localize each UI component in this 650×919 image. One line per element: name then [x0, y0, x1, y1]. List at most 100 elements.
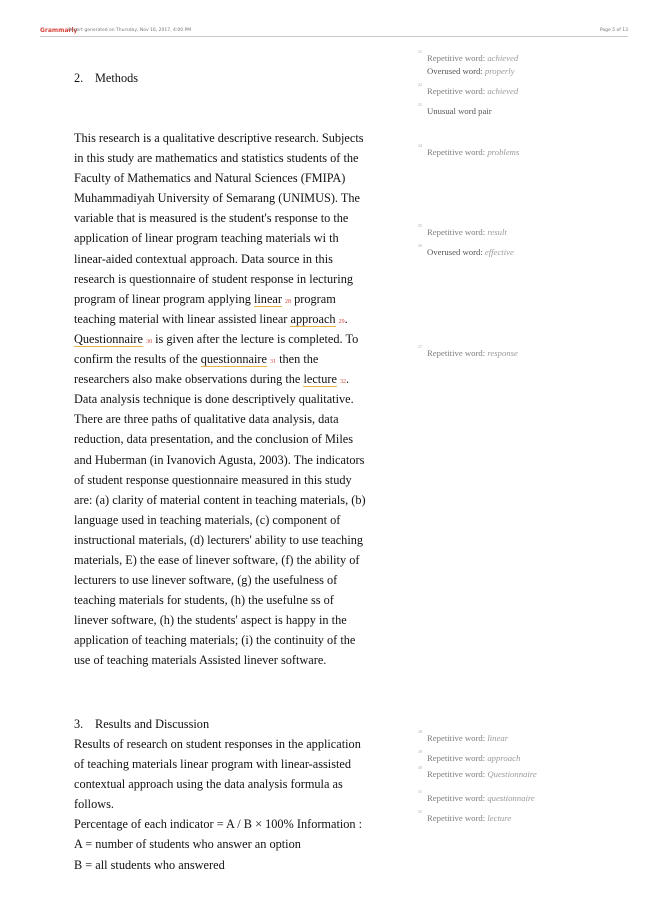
text-line: use of teaching materials Assisted linev…	[74, 653, 327, 668]
issue-kind: Repetitive word:	[427, 348, 486, 358]
text-line: B = all students who answered	[74, 857, 225, 872]
issue-word: lecture	[487, 813, 512, 823]
issue-kind: Repetitive word:	[427, 753, 486, 763]
issue-kind: Repetitive word:	[427, 147, 486, 157]
flagged-word-questionnaire-cap[interactable]: Questionnaire	[74, 331, 143, 347]
text-line: confirm the results of the questionnaire…	[74, 349, 366, 369]
issue-marker: 31	[418, 789, 422, 794]
text-line: reduction, data presentation, and the co…	[74, 432, 353, 447]
issue-word: achieved	[487, 86, 519, 96]
grammarly-logo: Grammarly	[40, 27, 78, 34]
issue-kind: Repetitive word:	[427, 769, 486, 779]
issue-word: achieved	[487, 53, 519, 63]
issue-word: questionnaire	[487, 793, 535, 803]
text-line: Faculty of Mathematics and Natural Scien…	[74, 171, 346, 186]
text-line: Questionnaire 30 is given after the lect…	[74, 329, 366, 349]
text-line: variable that is measured is the student…	[74, 211, 349, 226]
issue-marker: 22	[418, 82, 422, 87]
flagged-word-lecture[interactable]: lecture	[303, 372, 337, 388]
issue-marker: 23	[418, 102, 422, 107]
issue-kind: Overused word:	[427, 66, 483, 76]
text-run: is given after the lecture is completed.…	[152, 331, 359, 346]
flagged-word-questionnaire[interactable]: questionnaire	[200, 352, 267, 368]
text-line: instructional materials, (d) lecturers' …	[74, 532, 364, 547]
text-line: lecturers to use linever software, (g) t…	[74, 573, 338, 588]
section-title: Results and Discussion	[95, 717, 210, 731]
text-line: A = number of students who answer an opt…	[74, 837, 301, 852]
issue-marker: 24	[418, 143, 422, 148]
text-line: There are three paths of qualitative dat…	[74, 412, 339, 427]
issue-kind: Repetitive word:	[427, 813, 486, 823]
text-line: teaching material with linear assisted l…	[74, 309, 366, 329]
issue-kind: Overused word:	[427, 247, 483, 257]
text-line: researchers also make observations durin…	[74, 369, 366, 389]
text-run: .	[346, 372, 350, 387]
text-line: application of linear program teaching m…	[74, 231, 339, 246]
issue-ref-32[interactable]: 32	[340, 379, 346, 386]
section-heading-methods: 2.Methods	[74, 70, 138, 86]
text-line: materials, E) the ease of linever softwa…	[74, 552, 360, 567]
issue-kind: Repetitive word:	[427, 53, 486, 63]
report-generated-text: Report generated on Thursday, Nov 16, 20…	[68, 28, 192, 33]
text-line: are: (a) clarity of material content in …	[74, 492, 366, 507]
text-run: researchers also make observations durin…	[74, 372, 304, 387]
issue-word: approach	[487, 753, 521, 763]
issue-marker: 29	[418, 749, 422, 754]
text-line: This research is a qualitative descripti…	[74, 131, 364, 145]
text-line: research is questionnaire of student res…	[74, 271, 353, 286]
issue-ref-28[interactable]: 28	[285, 298, 292, 305]
issue-word: Questionnaire	[487, 769, 537, 779]
text-line: linear-aided contextual approach. Data s…	[74, 251, 333, 266]
issue-marker: 32	[418, 809, 422, 814]
issue-marker: 30	[418, 765, 422, 770]
page-number: Page 5 of 13	[599, 28, 628, 33]
issue-word: properly	[484, 66, 515, 76]
results-paragraph: Results of research on student responses…	[74, 734, 366, 875]
text-line: Results of research on student responses…	[74, 737, 361, 751]
issue-kind: Repetitive word:	[427, 733, 486, 743]
section-heading-results: 3. Results and Discussion	[74, 716, 209, 732]
issue-marker: 25	[418, 223, 422, 228]
text-line: application of teaching materials; (i) t…	[74, 633, 356, 648]
issue-word: effective	[484, 247, 514, 257]
issue-word: result	[487, 227, 507, 237]
text-line: and Huberman (in Ivanovich Agusta, 2003)…	[74, 452, 365, 467]
text-line: of teaching materials linear program wit…	[74, 757, 352, 772]
issue-kind: Unusual word pair	[427, 106, 492, 116]
text-run: program	[291, 291, 336, 306]
issue-word: problems	[487, 147, 520, 157]
issue-kind: Repetitive word:	[427, 227, 486, 237]
issue-ref-29[interactable]: 29	[338, 318, 345, 325]
issue-marker: 28	[418, 729, 422, 734]
text-line: program of linear program applying linea…	[74, 289, 366, 309]
section-number: 3.	[74, 717, 84, 731]
flagged-word-linear[interactable]: linear	[253, 291, 282, 307]
text-run: confirm the results of the	[74, 352, 201, 367]
issue-marker: 26	[418, 243, 422, 248]
issue-marker: 27	[418, 344, 422, 349]
issue-marker: 21	[418, 49, 422, 54]
issue-ref-31[interactable]: 31	[270, 359, 277, 366]
text-line: Muhammadiyah University of Semarang (UNI…	[74, 191, 360, 206]
text-line: Percentage of each indicator = A / B × 1…	[74, 817, 363, 832]
issue-ref-30[interactable]: 30	[146, 338, 153, 345]
text-run: .	[344, 311, 348, 326]
text-line: teaching materials for students, (h) the…	[74, 593, 334, 608]
methods-paragraph: This research is a qualitative descripti…	[74, 128, 366, 671]
issue-word: linear	[487, 733, 509, 743]
text-line: linever software, (h) the students' aspe…	[74, 613, 347, 628]
text-line: in this study are mathematics and statis…	[74, 151, 359, 166]
text-line: follows.	[74, 797, 114, 812]
text-line: contextual approach using the data analy…	[74, 777, 343, 792]
issue-kind: Repetitive word:	[427, 793, 486, 803]
section-number: 2.	[74, 71, 84, 85]
text-run: then the	[276, 352, 319, 367]
issue-kind: Repetitive word:	[427, 86, 486, 96]
text-line: Data analysis technique is done descript…	[74, 392, 354, 407]
text-line: language used in teaching materials, (c)…	[74, 512, 341, 527]
text-run: program of linear program applying	[74, 291, 254, 306]
text-run: teaching material with linear assisted l…	[74, 311, 291, 326]
report-header: Grammarly Report generated on Thursday, …	[40, 27, 628, 37]
flagged-word-approach[interactable]: approach	[290, 311, 336, 327]
issue-word: response	[487, 348, 518, 358]
